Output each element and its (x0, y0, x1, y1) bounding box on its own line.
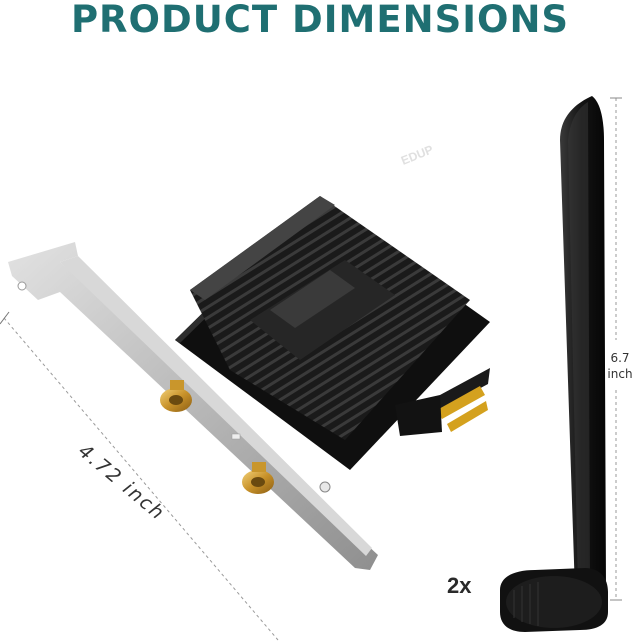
width-dimension-line (3, 317, 279, 641)
pcie-contacts (436, 368, 490, 432)
antenna-connector-2 (242, 462, 274, 494)
antenna-quantity-label: 2x (447, 573, 472, 598)
height-dimension-label: 6.7 inch (600, 350, 640, 382)
antenna-connector-1 (160, 380, 192, 412)
height-unit: inch (607, 367, 633, 381)
width-dimension-tick-top (0, 311, 10, 325)
mounting-bracket (8, 242, 378, 570)
height-value: 6.7 (610, 351, 630, 365)
heatsink (190, 196, 470, 440)
page-title: PRODUCT DIMENSIONS (70, 0, 570, 41)
brand-logo: EDUP (399, 142, 435, 167)
antenna (500, 96, 608, 632)
